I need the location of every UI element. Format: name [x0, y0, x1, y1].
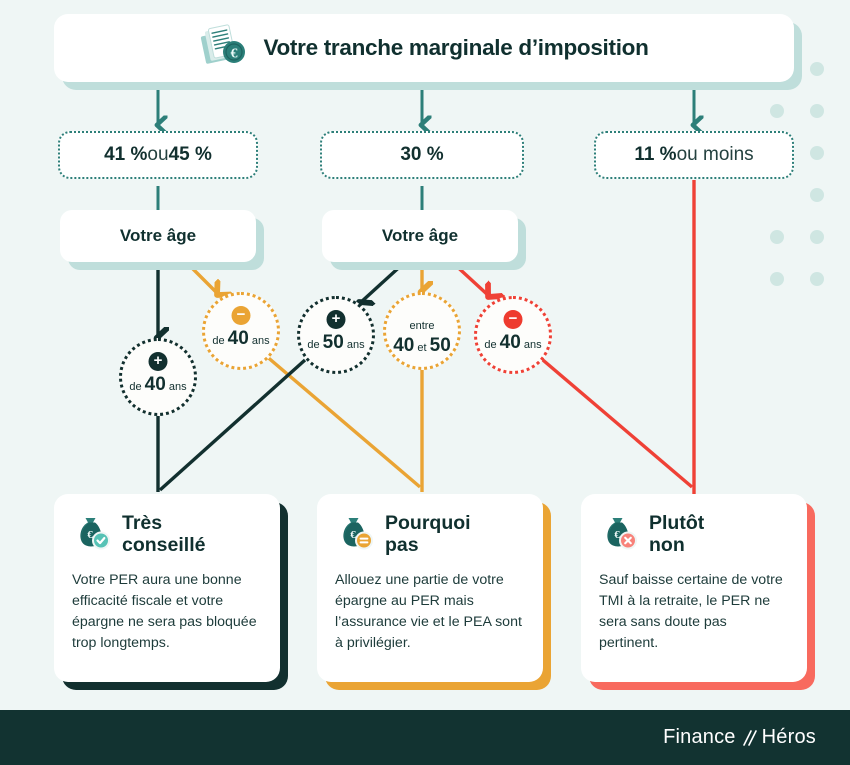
- plus-badge-glyph: +: [153, 352, 163, 369]
- age-circle-minus-40-orange[interactable]: − de 40 ans: [202, 292, 280, 370]
- bracket-low-value: 11 %: [634, 144, 677, 165]
- bracket-box-high[interactable]: 41 % ou 45 %: [58, 131, 258, 179]
- card-body-tres-conseille: Votre PER aura une bonne efficacité fisc…: [72, 572, 257, 651]
- bracket-mid-value: 30 %: [400, 144, 444, 165]
- minus-badge-glyph: −: [236, 306, 246, 323]
- bracket-box-low[interactable]: 11 % ou moins: [594, 131, 794, 179]
- documents-euro-icon: €: [199, 23, 249, 73]
- age-question-mid-label: Votre âge: [381, 226, 459, 245]
- minus-badge-icon-2: −: [503, 310, 523, 329]
- card-body-pourquoi-pas: Allouez une partie de votre épargne au P…: [335, 572, 522, 651]
- card-body-plutot-non: Sauf baisse certaine de votre TMI à la r…: [599, 572, 783, 651]
- header-bar: € Votre tranche marginale d’imposition: [54, 14, 794, 82]
- age-circle-plus-50-dark[interactable]: + de 50 ans: [297, 296, 375, 374]
- age-circle-between-top: entre: [409, 320, 435, 332]
- age-circle-minus-40-red[interactable]: − de 40 ans: [474, 296, 552, 374]
- logo-text-second: Héros: [761, 726, 816, 748]
- bracket-box-mid[interactable]: 30 %: [320, 131, 524, 179]
- finance-heros-logo[interactable]: Finance Héros: [663, 726, 816, 749]
- page-title: Votre tranche marginale d’imposition: [263, 35, 649, 60]
- card-title-pourquoi-pas: Pourquoi pas: [385, 511, 471, 556]
- money-bag-equals-icon: €: [335, 512, 375, 557]
- result-card-tres-conseille[interactable]: € Très conseillé Votre PER aura une bonn…: [54, 494, 280, 682]
- bracket-high-conj: ou: [147, 144, 169, 165]
- age-circle-plus-40-dark[interactable]: + de 40 ans: [119, 338, 197, 416]
- age-question-mid[interactable]: Votre âge: [322, 210, 518, 262]
- bracket-low-suffix: ou moins: [676, 144, 754, 165]
- footer-bar: Finance Héros: [0, 710, 850, 765]
- minus-badge-glyph-2: −: [508, 310, 518, 327]
- age-question-high[interactable]: Votre âge: [60, 210, 256, 262]
- logo-text-first: Finance: [663, 726, 736, 748]
- money-bag-cross-icon: €: [599, 512, 639, 557]
- svg-text:€: €: [231, 46, 238, 61]
- money-bag-check-icon: €: [72, 512, 112, 557]
- age-circle-plus-40-dark-label: de 40 ans: [129, 374, 187, 395]
- plus-badge-icon: +: [148, 352, 168, 371]
- svg-text:€: €: [614, 529, 620, 541]
- age-circle-minus-40-red-label: de 40 ans: [484, 332, 542, 353]
- svg-text:€: €: [350, 529, 356, 541]
- result-card-plutot-non[interactable]: € Plutôt non Sauf baisse certaine de vot…: [581, 494, 807, 682]
- card-title-tres-conseille: Très conseillé: [122, 511, 206, 556]
- minus-badge-icon: −: [231, 306, 251, 325]
- bracket-high-value: 41 %: [104, 144, 148, 165]
- logo-slash-icon: [738, 727, 760, 749]
- age-circle-minus-40-orange-label: de 40 ans: [212, 328, 270, 349]
- plus-badge-glyph-2: +: [331, 310, 341, 327]
- age-question-high-label: Votre âge: [119, 226, 197, 245]
- card-title-plutot-non: Plutôt non: [649, 511, 705, 556]
- age-circle-between-range: 40 et 50: [393, 335, 451, 356]
- age-circle-between-40-50[interactable]: entre 40 et 50: [383, 292, 461, 370]
- bracket-high-value2: 45 %: [168, 144, 212, 165]
- plus-badge-icon-2: +: [326, 310, 346, 329]
- svg-text:€: €: [87, 529, 93, 541]
- age-circle-plus-50-dark-label: de 50 ans: [307, 332, 365, 353]
- result-card-pourquoi-pas[interactable]: € Pourquoi pas Allouez une partie de vot…: [317, 494, 543, 682]
